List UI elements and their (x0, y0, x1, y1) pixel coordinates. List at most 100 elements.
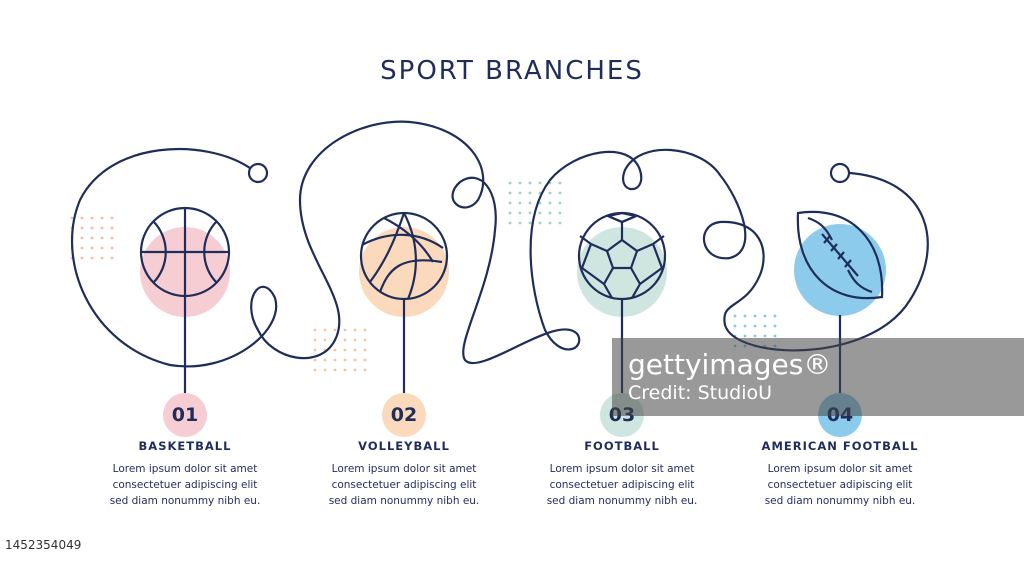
decor-dot (558, 181, 562, 185)
decor-dot (363, 368, 367, 372)
volleyball-icon (359, 211, 449, 301)
decor-dot (753, 334, 757, 338)
page-title: SPORT BRANCHES (380, 56, 644, 86)
decor-dot (518, 201, 522, 205)
decor-dot (100, 246, 104, 250)
decor-dot (313, 368, 317, 372)
desc-line: Lorem ipsum dolor sit amet (549, 463, 695, 475)
decor-dot (508, 201, 512, 205)
decor-dot (743, 334, 747, 338)
desc-line: Lorem ipsum dolor sit amet (112, 463, 258, 475)
decor-dot (110, 246, 114, 250)
badge-bg-01 (163, 393, 207, 437)
decor-dot (508, 181, 512, 185)
flow-line-end-ring (829, 162, 851, 184)
decor-dot (363, 338, 367, 342)
decor-dot (90, 226, 94, 230)
decor-dot (353, 368, 357, 372)
step-description: Lorem ipsum dolor sit amet consectetuer … (532, 461, 712, 509)
decor-dot (80, 236, 84, 240)
desc-line: consectetuer adipiscing elit (112, 479, 258, 491)
decor-dot (763, 334, 767, 338)
football-color-circle (577, 227, 667, 317)
decor-dot (518, 211, 522, 215)
decor-dot (90, 236, 94, 240)
decor-dot (538, 221, 542, 225)
basketball-icon (139, 206, 231, 298)
decor-dot (528, 201, 532, 205)
decor-dot (313, 348, 317, 352)
decor-dot (343, 328, 347, 332)
decor-dot (548, 201, 552, 205)
decor-dot (548, 191, 552, 195)
decor-dot (558, 211, 562, 215)
decor-dot (100, 216, 104, 220)
flow-line-start-ring (247, 162, 269, 184)
decor-dot (333, 358, 337, 362)
american-football-color-circle (794, 224, 886, 316)
desc-line: sed diam nonummy nibh eu. (764, 495, 916, 507)
decor-dot (558, 191, 562, 195)
decor-dot (548, 221, 552, 225)
step-volleyball: 02 VOLLEYBALL Lorem ipsum dolor sit amet… (314, 395, 494, 509)
decor-dot (518, 181, 522, 185)
desc-line: consectetuer adipiscing elit (549, 479, 695, 491)
watermark-banner: gettyimages® Credit: StudioU (612, 338, 1024, 416)
decor-dot (773, 334, 777, 338)
decor-dot (323, 368, 327, 372)
decor-dot (343, 348, 347, 352)
desc-line: sed diam nonummy nibh eu. (546, 495, 698, 507)
decor-dot (343, 368, 347, 372)
decor-dot (763, 324, 767, 328)
step-american-football: 04 AMERICAN FOOTBALL Lorem ipsum dolor s… (750, 395, 930, 509)
decor-dot (558, 201, 562, 205)
desc-line: consectetuer adipiscing elit (331, 479, 477, 491)
step-label: BASKETBALL (138, 439, 232, 453)
step-number: 01 (171, 404, 199, 426)
decor-dot (90, 216, 94, 220)
decor-dot (548, 211, 552, 215)
step-number: 02 (390, 404, 418, 426)
step-description: Lorem ipsum dolor sit amet consectetuer … (750, 461, 930, 509)
watermark-brand: gettyimages® (628, 348, 832, 381)
decor-dot (773, 314, 777, 318)
decor-dot (323, 338, 327, 342)
decor-dot (508, 211, 512, 215)
decor-dot (313, 338, 317, 342)
decor-dot (353, 358, 357, 362)
decor-dot (733, 324, 737, 328)
dot-patterns (70, 181, 777, 372)
decor-dot (110, 236, 114, 240)
decor-dot (110, 216, 114, 220)
decor-dot (743, 324, 747, 328)
decor-dot (508, 221, 512, 225)
decor-dot (363, 348, 367, 352)
decor-dot (353, 328, 357, 332)
flow-line (71, 120, 929, 368)
decor-dot (70, 216, 74, 220)
step-football: 03 FOOTBALL Lorem ipsum dolor sit amet c… (532, 395, 712, 509)
watermark-credit: Credit: StudioU (628, 382, 773, 404)
volleyball-color-circle (359, 227, 449, 317)
decor-dot (110, 226, 114, 230)
decor-dot (100, 236, 104, 240)
decor-dot (363, 358, 367, 362)
decor-dot (743, 314, 747, 318)
decor-dot (518, 191, 522, 195)
decor-dot (313, 358, 317, 362)
desc-line: sed diam nonummy nibh eu. (328, 495, 480, 507)
decor-dot (363, 328, 367, 332)
decor-dot (333, 368, 337, 372)
desc-line: consectetuer adipiscing elit (767, 479, 913, 491)
decor-dot (80, 216, 84, 220)
decor-dot (528, 181, 532, 185)
step-label: VOLLEYBALL (358, 439, 450, 453)
decor-dot (110, 256, 114, 260)
decor-dot (343, 358, 347, 362)
decor-dot (528, 191, 532, 195)
decor-dot (763, 314, 767, 318)
decor-dot (538, 181, 542, 185)
soccer-ball-icon (577, 211, 667, 301)
decor-dot (753, 324, 757, 328)
step-description: Lorem ipsum dolor sit amet consectetuer … (95, 461, 275, 509)
